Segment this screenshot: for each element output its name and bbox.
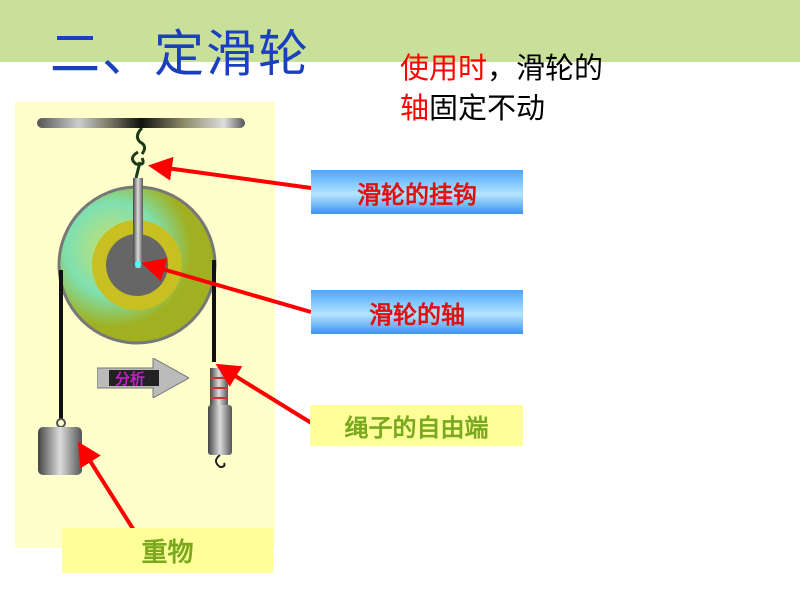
label-hook: 滑轮的挂钩 (311, 170, 523, 214)
header-band (0, 0, 800, 62)
pulley-rod (133, 178, 143, 268)
slide-description: 使用时，滑轮的 轴固定不动 (400, 48, 603, 128)
spring-scale (208, 368, 232, 469)
weight-block (38, 427, 82, 475)
ceiling-bar (37, 118, 245, 128)
slide-title: 二、定滑轮 (50, 25, 310, 83)
desc-black-2: 固定不动 (429, 91, 546, 125)
arrow-weight (77, 441, 137, 534)
arrow-axle (141, 258, 312, 314)
desc-red-1: 使用时 (400, 51, 488, 85)
arrow-right-icon (97, 358, 189, 398)
arrow-free-end (215, 363, 315, 426)
label-free-end: 绳子的自由端 (310, 405, 523, 446)
desc-black-1: ，滑轮的 (487, 51, 604, 85)
arrow-hook (148, 156, 312, 190)
label-axle: 滑轮的轴 (311, 290, 523, 334)
hook-icon (131, 126, 147, 179)
desc-red-2: 轴 (400, 91, 430, 125)
label-weight: 重物 (62, 528, 273, 573)
analyze-button-label: 分析 (115, 370, 146, 388)
analyze-button[interactable]: 分析 (97, 358, 189, 398)
